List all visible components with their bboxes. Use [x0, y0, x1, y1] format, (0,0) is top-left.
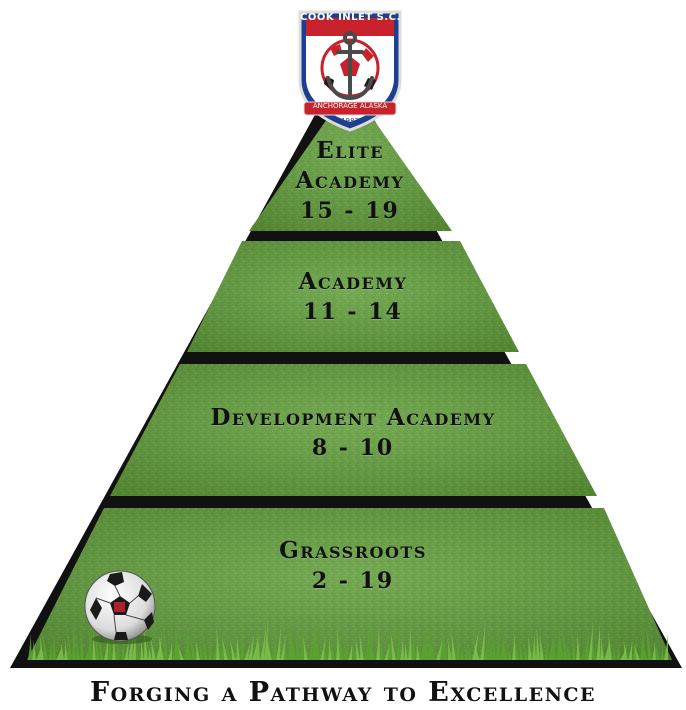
tier-academy [187, 241, 519, 352]
grass-blades [28, 620, 669, 660]
tier-label: Academy [298, 268, 408, 295]
tier-age-range: 15 - 19 [300, 198, 400, 224]
tier-grassroots-text: Grassroots 2 - 19 [203, 536, 503, 596]
tier-label: Academy [295, 167, 405, 194]
anchor-icon [326, 31, 374, 101]
tier-age-range: 2 - 19 [311, 568, 395, 594]
tier-label: Development Academy [210, 404, 496, 431]
club-badge [298, 10, 402, 132]
tier-label: Elite [316, 137, 384, 164]
badge-subtitle: ANCHORAGE ALASKA [312, 102, 388, 110]
tier-age-range: 8 - 10 [311, 435, 395, 461]
badge-title: COOK INLET S.C. [300, 12, 401, 23]
tier-age-range: 11 - 14 [303, 299, 403, 325]
tier-elite-text: Elite Academy 15 - 19 [250, 136, 450, 226]
tier-elite [249, 86, 452, 231]
badge-year: 1983 [341, 117, 359, 125]
tier-development-academy [110, 364, 597, 496]
tier-development-academy-text: Development Academy 8 - 10 [123, 403, 583, 463]
soccer-ball-icon [84, 570, 156, 644]
tier-grassroots [27, 508, 672, 660]
caption: Forging a Pathway to Excellence [89, 677, 597, 708]
tier-label: Grassroots [279, 537, 427, 564]
tier-academy-text: Academy 11 - 14 [203, 267, 503, 327]
